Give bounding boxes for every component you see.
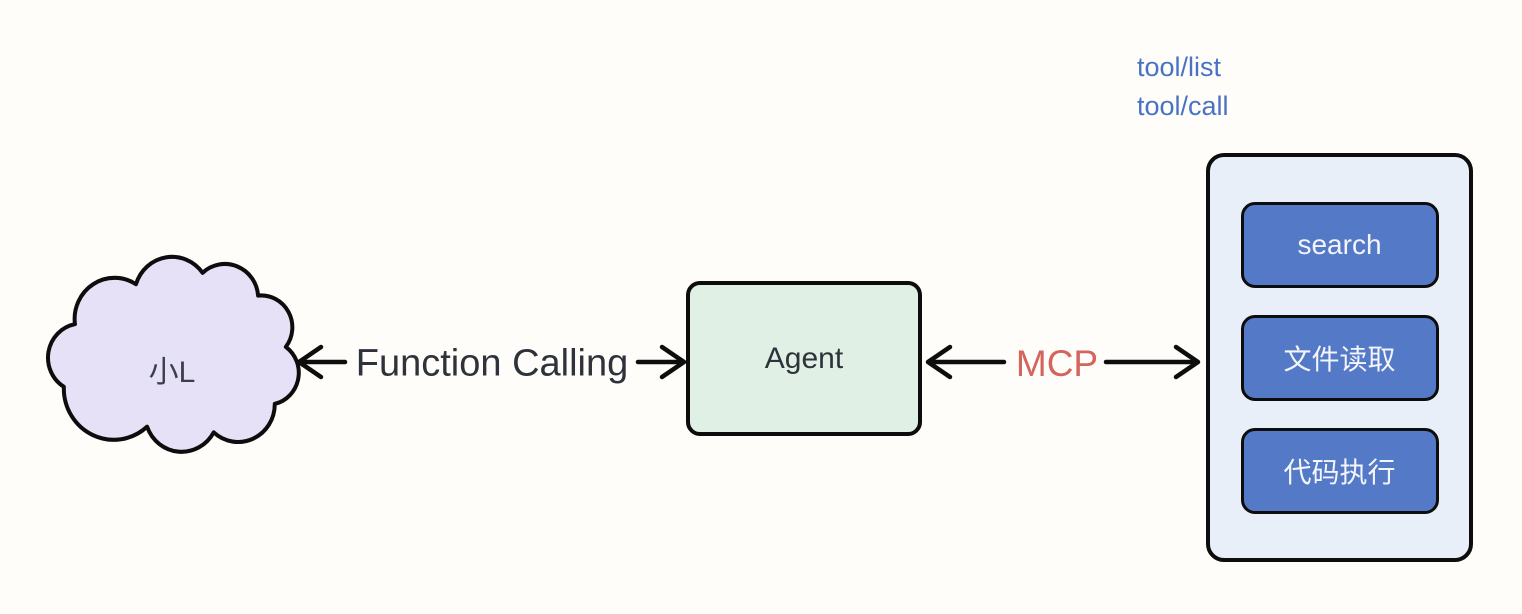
tool-button-file-read-label: 文件读取 — [1283, 344, 1396, 375]
tools-annotation: tool/list tool/call — [1137, 48, 1229, 126]
mcp-right-arrow-icon — [1103, 344, 1201, 380]
tool-button-code-exec: 代码执行 — [1240, 428, 1439, 514]
annotation-line-tool-list: tool/list — [1137, 52, 1222, 82]
cloud-label: 小L — [148, 356, 196, 389]
tool-button-search: search — [1240, 202, 1439, 288]
function-calling-left-arrow-icon — [296, 344, 348, 380]
tool-button-search-label: search — [1297, 229, 1382, 260]
annotation-line-tool-call: tool/call — [1137, 91, 1229, 121]
tools-panel: search 文件读取 代码执行 — [1206, 153, 1473, 562]
mcp-label: MCP — [1015, 343, 1099, 384]
function-calling-right-arrow-icon — [635, 344, 687, 380]
agent-node: Agent — [686, 281, 922, 436]
tool-button-code-exec-label: 代码执行 — [1283, 457, 1396, 488]
function-calling-label: Function Calling — [355, 342, 629, 385]
tool-button-file-read: 文件读取 — [1240, 315, 1439, 401]
mcp-left-arrow-icon — [925, 344, 1007, 380]
agent-label: Agent — [764, 341, 844, 375]
